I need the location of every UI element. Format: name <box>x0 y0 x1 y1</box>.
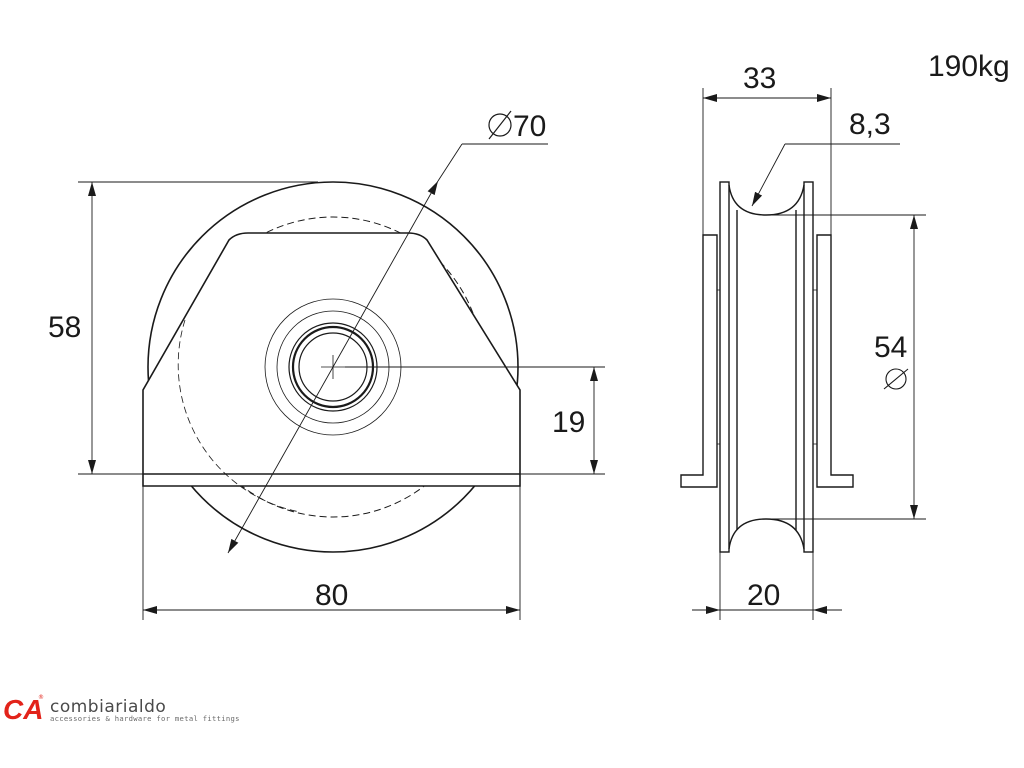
groove-hidden-arc <box>177 319 301 513</box>
logo-initials: CA <box>3 694 43 725</box>
diameter-leader <box>227 180 439 554</box>
dim-overall-width-label: 33 <box>743 62 776 95</box>
dim-wheel-width-label: 20 <box>747 579 780 612</box>
brand-logo: CA ® combiarialdo accessories & hardware… <box>3 694 240 725</box>
dim-groove-label: 8,3 <box>849 108 891 141</box>
wheel-rim-left <box>719 181 730 553</box>
dim-diameter-label: 70 <box>513 110 546 143</box>
diameter-symbol-vertical-icon <box>883 368 909 390</box>
side-view <box>680 181 854 553</box>
diameter-symbol-icon <box>488 110 512 140</box>
left-bracket <box>680 234 718 488</box>
load-rating: 190kg <box>928 50 1010 83</box>
wheel-rim-right <box>803 181 814 553</box>
dim-axle-height-label: 19 <box>552 406 585 439</box>
right-bracket <box>816 234 854 488</box>
dim-height-label: 58 <box>48 311 81 344</box>
dim-groove-diameter-label: 54 <box>874 331 907 364</box>
logo-registered-mark: ® <box>38 694 44 701</box>
dim-width-label: 80 <box>315 579 348 612</box>
bracket-plate <box>142 232 521 487</box>
groove-top-arc <box>728 184 805 216</box>
groove-bottom-arc <box>728 518 805 550</box>
diameter-leader-ext <box>437 143 463 182</box>
logo-wordmark: combiarialdo <box>50 697 166 717</box>
logo-tagline: accessories & hardware for metal fitting… <box>50 714 240 723</box>
side-view-dimensions <box>692 88 926 620</box>
front-view-dimensions <box>78 143 605 620</box>
groove-leader <box>751 143 786 207</box>
